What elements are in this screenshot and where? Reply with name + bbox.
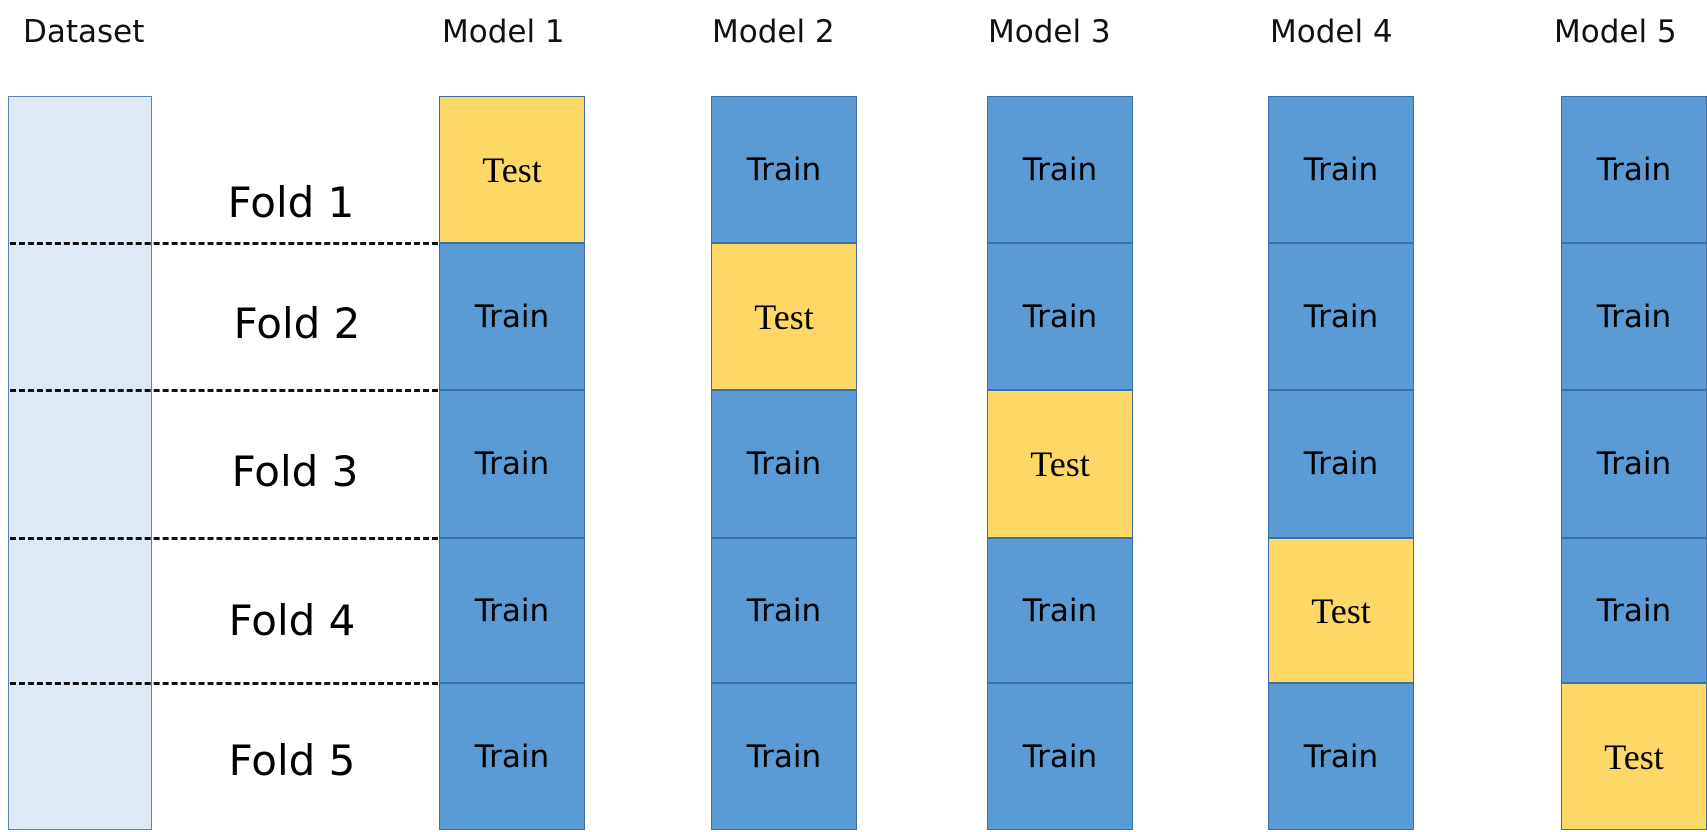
- model-2-header: Model 2: [712, 14, 835, 50]
- model-3-header: Model 3: [988, 14, 1111, 50]
- cell-model-3-fold-1-train: Train: [987, 96, 1133, 243]
- cell-model-2-fold-5-train: Train: [711, 683, 857, 830]
- cell-model-1-fold-3-train: Train: [439, 390, 585, 538]
- cell-model-5-fold-3-train: Train: [1561, 390, 1707, 538]
- model-5-header: Model 5: [1554, 14, 1677, 50]
- cell-model-5-fold-2-train: Train: [1561, 243, 1707, 390]
- cell-model-2-fold-3-train: Train: [711, 390, 857, 538]
- cell-model-1-fold-5-train: Train: [439, 683, 585, 830]
- model-1-header: Model 1: [442, 14, 565, 50]
- cell-model-3-fold-5-train: Train: [987, 683, 1133, 830]
- cell-model-2-fold-2-test: Test: [711, 243, 857, 390]
- fold-2-label: Fold 2: [233, 299, 361, 348]
- cell-model-5-fold-1-train: Train: [1561, 96, 1707, 243]
- dataset-column: [8, 96, 152, 830]
- dataset-header: Dataset: [23, 14, 145, 50]
- fold-divider-2: [10, 389, 438, 392]
- fold-3-label: Fold 3: [231, 447, 359, 496]
- cell-model-2-fold-1-train: Train: [711, 96, 857, 243]
- fold-5-label: Fold 5: [228, 736, 356, 785]
- cell-model-3-fold-3-test: Test: [987, 390, 1133, 538]
- cell-model-4-fold-4-test: Test: [1268, 538, 1414, 683]
- cell-model-4-fold-5-train: Train: [1268, 683, 1414, 830]
- cell-model-3-fold-4-train: Train: [987, 538, 1133, 683]
- cell-model-3-fold-2-train: Train: [987, 243, 1133, 390]
- model-4-header: Model 4: [1270, 14, 1393, 50]
- cell-model-1-fold-2-train: Train: [439, 243, 585, 390]
- fold-divider-1: [10, 242, 438, 245]
- cell-model-4-fold-1-train: Train: [1268, 96, 1414, 243]
- cell-model-5-fold-5-test: Test: [1561, 683, 1707, 830]
- cell-model-4-fold-3-train: Train: [1268, 390, 1414, 538]
- cell-model-1-fold-4-train: Train: [439, 538, 585, 683]
- fold-4-label: Fold 4: [228, 596, 356, 645]
- cell-model-4-fold-2-train: Train: [1268, 243, 1414, 390]
- fold-divider-4: [10, 682, 438, 685]
- cell-model-1-fold-1-test: Test: [439, 96, 585, 243]
- fold-1-label: Fold 1: [227, 178, 355, 227]
- fold-divider-3: [10, 537, 438, 540]
- cell-model-2-fold-4-train: Train: [711, 538, 857, 683]
- cell-model-5-fold-4-train: Train: [1561, 538, 1707, 683]
